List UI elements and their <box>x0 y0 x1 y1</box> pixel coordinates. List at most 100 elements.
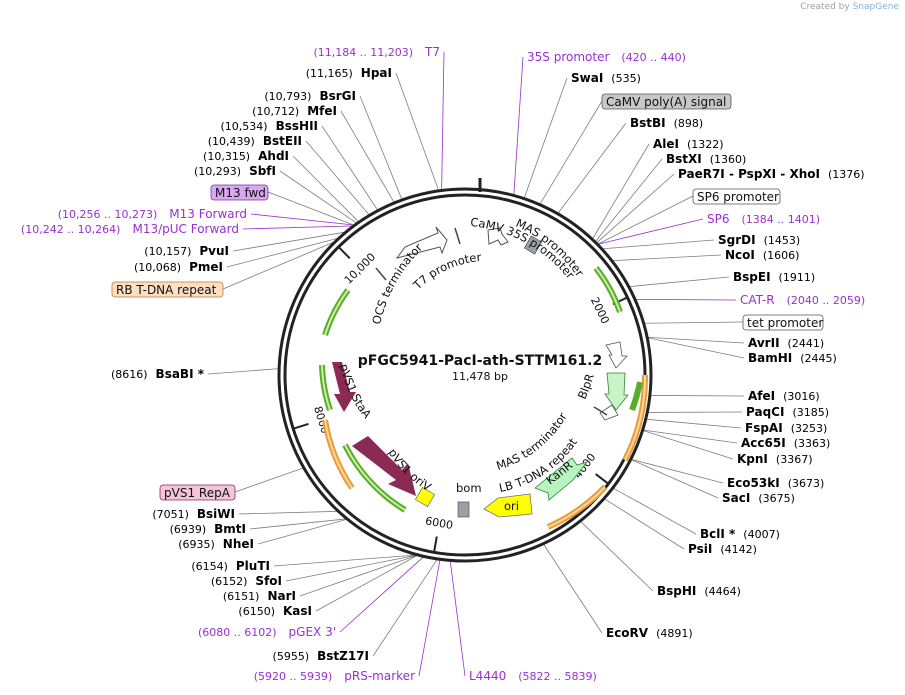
enzyme-ahdi[interactable]: (10,315)AhdI <box>203 149 289 163</box>
feature-box-camv-poly-a-signal[interactable] <box>601 93 732 110</box>
enzyme-name: PaeR7I - PspXI - XhoI <box>678 167 820 181</box>
leader-bsrgi <box>359 95 403 201</box>
leader-avrii <box>647 336 745 344</box>
tick-4000 <box>595 473 610 485</box>
enzyme-bsabi[interactable]: (8616)BsaBI * <box>111 367 205 381</box>
enzyme-bsphi[interactable]: BspHI(4464) <box>657 584 741 598</box>
enzyme-position: (535) <box>611 72 641 85</box>
enzyme-name: SacI <box>722 491 750 505</box>
enzyme-sgrdi[interactable]: SgrDI(1453) <box>718 233 800 247</box>
primer-m13-forward[interactable]: (10,256 .. 10,273)M13 Forward <box>58 207 247 221</box>
kanr-arrow <box>534 457 589 501</box>
tick-label-6000: 6000 <box>424 514 454 532</box>
enzyme-name: NarI <box>267 589 296 603</box>
enzyme-name: SgrDI <box>718 233 756 247</box>
feature-box-rb-t-dna-repeat[interactable] <box>111 281 224 298</box>
enzyme-bstz17i[interactable]: (5955)BstZ17I <box>273 649 369 663</box>
enzyme-bamhi[interactable]: BamHI(2445) <box>748 351 837 365</box>
primer-range: (1384 .. 1401) <box>742 213 821 226</box>
leader-bsphi <box>579 520 654 592</box>
primer-name: L4440 <box>469 669 506 683</box>
enzyme-nari[interactable]: (6151)NarI <box>223 589 296 603</box>
enzyme-sbfi[interactable]: (10,293)SbfI <box>194 164 276 178</box>
enzyme-bsiwi[interactable]: (7051)BsiWI <box>152 507 235 521</box>
enzyme-bspei[interactable]: BspEI(1911) <box>733 270 815 284</box>
enzyme-position: (3673) <box>788 477 825 490</box>
enzyme-position: (6939) <box>170 523 207 536</box>
enzyme-name: BstEII <box>263 134 302 148</box>
leader-nari <box>299 554 419 597</box>
leader-paer7i-pspxi-xhoi <box>595 173 675 244</box>
box-leader-rb-t-dna-repeat <box>222 240 336 290</box>
feature-arcs <box>319 266 649 530</box>
primer-sp6[interactable]: SP6(1384 .. 1401) <box>707 212 820 226</box>
leader-mfei <box>340 110 395 204</box>
primer-m13-puc-forward[interactable]: (10,242 .. 10,264)M13/pUC Forward <box>21 222 239 236</box>
enzyme-avrii[interactable]: AvrII(2441) <box>748 336 824 350</box>
enzyme-nhei[interactable]: (6935)NheI <box>178 537 254 551</box>
ocs-terminator-arrow <box>395 226 448 259</box>
enzyme-alei[interactable]: AleI(1322) <box>653 137 724 151</box>
primer-35s-promoter[interactable]: 35S promoter(420 .. 440) <box>527 50 686 64</box>
enzyme-position: (2441) <box>788 337 825 350</box>
enzyme-bmti[interactable]: (6939)BmtI <box>170 522 246 536</box>
enzyme-acc65i[interactable]: Acc65I(3363) <box>741 436 830 450</box>
enzyme-paer7i-pspxi-xhoi[interactable]: PaeR7I - PspXI - XhoI(1376) <box>678 167 865 181</box>
primer-cat-r[interactable]: CAT-R(2040 .. 2059) <box>740 293 865 307</box>
enzyme-position: (10,315) <box>203 150 250 163</box>
enzyme-ecorv[interactable]: EcoRV(4891) <box>606 626 693 640</box>
enzyme-position: (6150) <box>238 605 275 618</box>
enzyme-bstbi[interactable]: BstBI(898) <box>630 116 703 130</box>
enzyme-swai[interactable]: SwaI(535) <box>571 71 641 85</box>
enzyme-position: (3016) <box>783 390 820 403</box>
enzyme-pmei[interactable]: (10,068)PmeI <box>134 260 223 274</box>
enzyme-saci[interactable]: SacI(3675) <box>722 491 795 505</box>
enzyme-psii[interactable]: PsiI(4142) <box>688 542 757 556</box>
enzyme-ncoi[interactable]: NcoI(1606) <box>725 248 799 262</box>
feature-box-label-m13-fwd: M13 fwd <box>215 186 266 200</box>
leader-ahdi <box>292 155 360 223</box>
enzyme-position: (10,157) <box>144 245 191 258</box>
enzyme-name: HpaI <box>361 66 392 80</box>
leader-afei <box>649 395 745 397</box>
enzyme-bstxi[interactable]: BstXI(1360) <box>666 152 746 166</box>
enzyme-position: (10,068) <box>134 261 181 274</box>
enzyme-fspai[interactable]: FspAI(3253) <box>745 421 827 435</box>
primer-pgex-3[interactable]: (6080 .. 6102)pGEX 3' <box>198 625 336 639</box>
enzyme-bcli[interactable]: BclI *(4007) <box>700 527 780 541</box>
enzyme-eco53ki[interactable]: Eco53kI(3673) <box>727 476 824 490</box>
enzyme-kpni[interactable]: KpnI(3367) <box>737 452 812 466</box>
primer-prs-marker[interactable]: (5920 .. 5939)pRS-marker <box>254 669 415 683</box>
leader-pvui <box>232 231 347 252</box>
enzyme-position: (4007) <box>743 528 780 541</box>
enzyme-paqci[interactable]: PaqCI(3185) <box>746 405 829 419</box>
enzyme-bsshii[interactable]: (10,534)BssHII <box>221 119 318 133</box>
enzyme-afei[interactable]: AfeI (3016) <box>748 389 820 403</box>
enzyme-position: (6935) <box>178 538 215 551</box>
blpr-label: BlpR <box>575 372 597 401</box>
enzyme-kasi[interactable]: (6150)KasI <box>238 604 312 618</box>
primer-l4440[interactable]: L4440(5822 .. 5839) <box>469 669 597 683</box>
enzyme-position: (898) <box>674 117 704 130</box>
enzyme-position: (3367) <box>776 453 813 466</box>
enzyme-bsteii[interactable]: (10,439)BstEII <box>208 134 302 148</box>
leader-bsshii <box>321 125 379 211</box>
primer-t7[interactable]: (11,184 .. 11,203)T7 <box>313 45 440 59</box>
enzyme-name: AfeI <box>748 389 775 403</box>
enzyme-mfei[interactable]: (10,712)MfeI <box>252 104 337 118</box>
leader-acc65i <box>642 429 738 444</box>
t7-promoter-label: T7 promoter <box>410 250 482 293</box>
enzyme-bsrgi[interactable]: (10,793)BsrGI <box>264 89 356 103</box>
enzyme-sfoi[interactable]: (6152)SfoI <box>211 574 282 588</box>
plasmid-size: 11,478 bp <box>452 370 508 383</box>
enzyme-pluti[interactable]: (6154)PluTI <box>191 559 270 573</box>
feature-box-tet-promoter[interactable] <box>742 314 824 331</box>
feature-box-sp6-promoter[interactable] <box>692 188 781 205</box>
enzyme-hpai[interactable]: (11,165)HpaI <box>306 66 392 80</box>
feature-box-m13-fwd[interactable] <box>210 184 269 201</box>
enzyme-pvui[interactable]: (10,157)PvuI <box>144 244 229 258</box>
feature-box-pvs1-repa[interactable] <box>159 484 236 501</box>
enzyme-position: (10,534) <box>221 120 268 133</box>
snapgene-logo: SnapGene <box>852 2 899 12</box>
t7-promoter-arrow <box>487 227 509 246</box>
